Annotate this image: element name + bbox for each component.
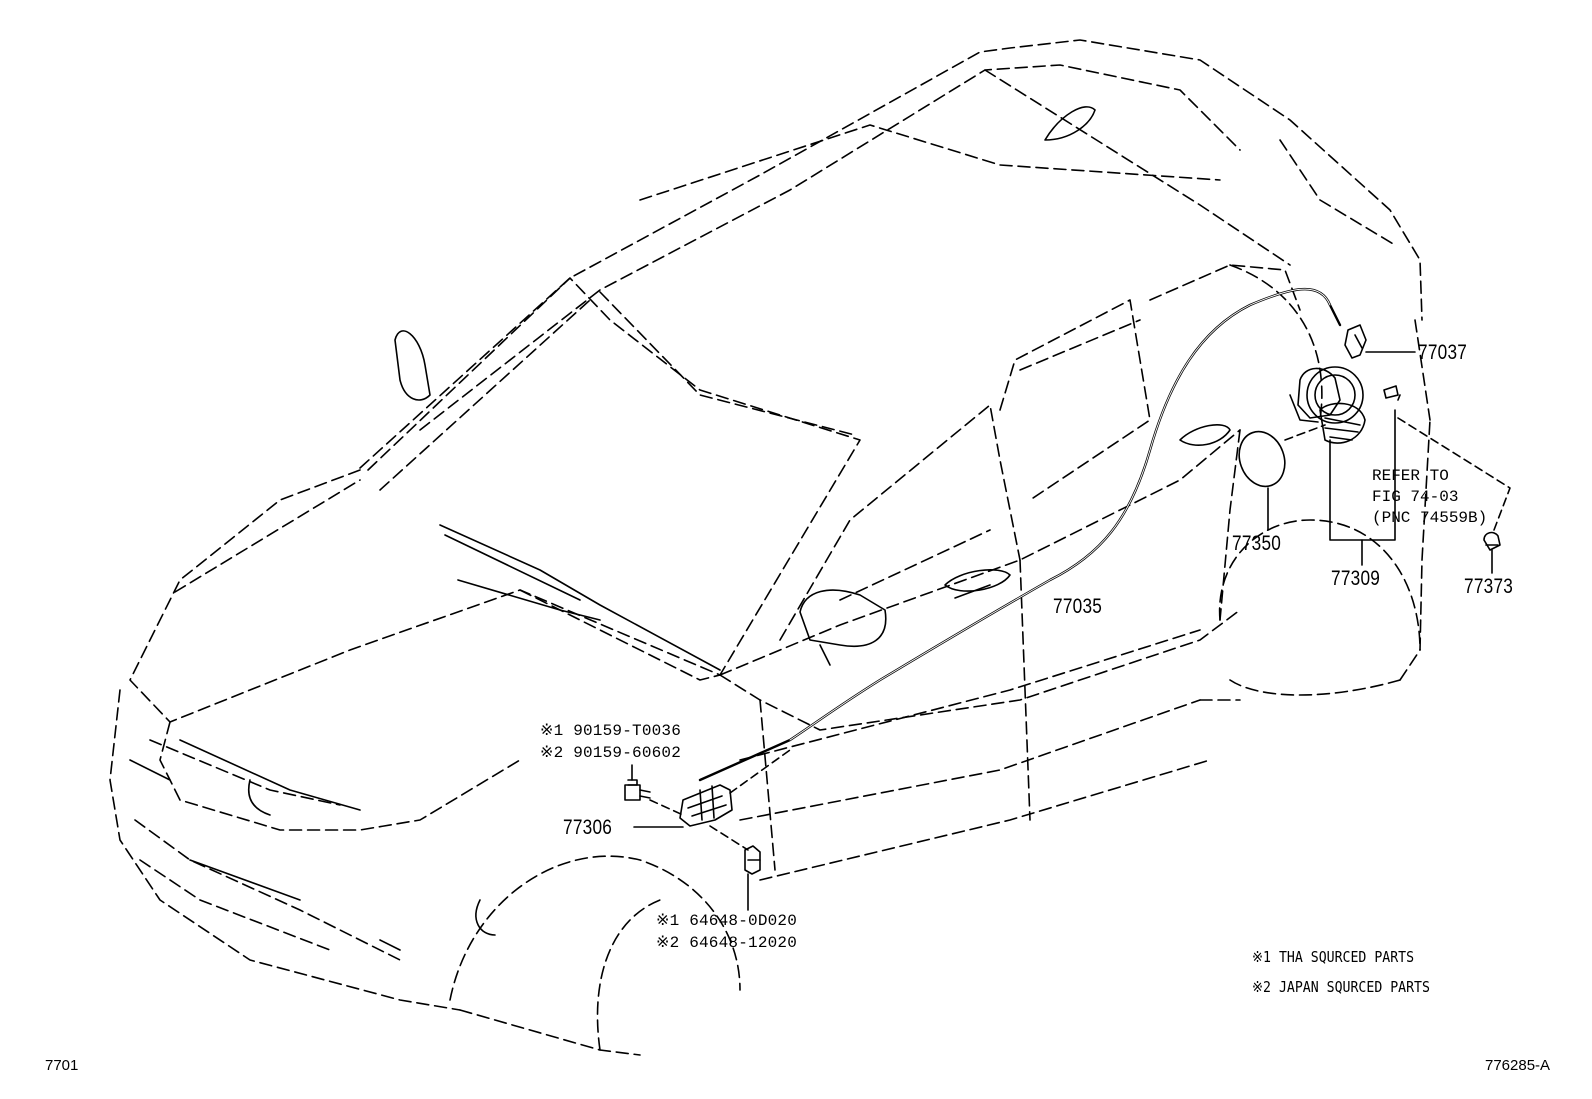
part-77037-lock <box>1344 324 1367 359</box>
label-77037: 77037 <box>1418 341 1468 364</box>
dashed-lever-to-clip <box>709 825 749 851</box>
label-77350: 77350 <box>1232 532 1282 555</box>
refer-line-2: FIG 74-03 <box>1372 488 1459 506</box>
dashed-lever-to-cable <box>729 749 791 794</box>
clip <box>744 845 761 875</box>
note-japan-sourced: ※2 JAPAN SQURCED PARTS <box>1252 978 1430 996</box>
refer-line-1: REFER TO <box>1372 467 1449 485</box>
part-77306-opener-lever <box>679 784 733 827</box>
dashed-bolt-to-lever <box>649 799 684 816</box>
label-clip-japan: ※2 64648-12020 <box>656 934 798 952</box>
bolt <box>624 779 651 801</box>
illustration-id: 776285-A <box>1485 1057 1551 1074</box>
label-77309: 77309 <box>1331 567 1381 590</box>
dashed-ref-77373 <box>1397 417 1511 531</box>
part-77350-fuel-lid <box>1238 430 1286 488</box>
dashed-ref-housing <box>1397 394 1401 401</box>
part-77373-cushion <box>1483 531 1501 551</box>
refer-line-3: (PNC 74559B) <box>1372 509 1488 527</box>
label-clip-tha: ※1 64648-0D020 <box>656 912 798 930</box>
part-77309-fuel-housing <box>1289 366 1366 444</box>
label-bolt-tha: ※1 90159-T0036 <box>540 722 682 740</box>
label-77035: 77035 <box>1053 595 1103 618</box>
vehicle-details <box>129 106 1231 951</box>
label-77306: 77306 <box>563 816 613 839</box>
small-retainer <box>1383 385 1399 399</box>
note-tha-sourced: ※1 THA SQURCED PARTS <box>1252 948 1415 966</box>
refer-to-note: REFER TO FIG 74-03 (PNC 74559B) <box>1372 466 1487 529</box>
dashed-leader-lid <box>1284 424 1326 441</box>
opener-cable-inner <box>789 288 1331 741</box>
label-77373: 77373 <box>1464 575 1514 598</box>
figure-code: 7701 <box>45 1057 79 1074</box>
label-bolt-japan: ※2 90159-60602 <box>540 744 682 762</box>
